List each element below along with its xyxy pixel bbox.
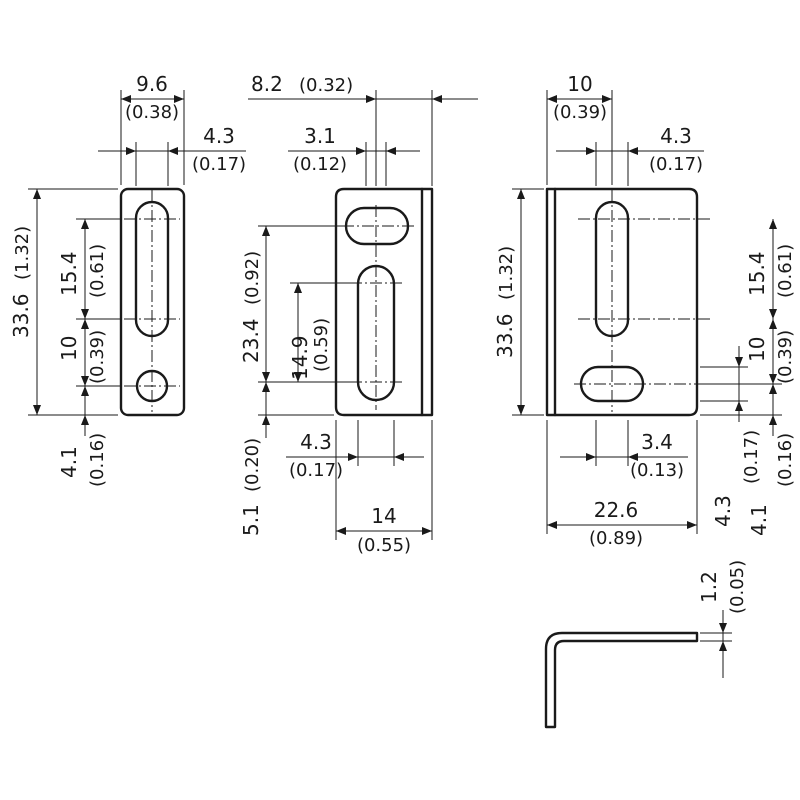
right-height-mm: 33.6	[493, 313, 517, 358]
right-slot-width-arrow-r	[628, 453, 638, 461]
left-hole-pitch-in: (0.39)	[87, 330, 108, 384]
right-hole-arrow-b	[735, 401, 743, 411]
left-height-arrow-t	[33, 189, 41, 199]
right-width-arrow-l	[547, 521, 557, 529]
left-hole-arrow-r	[168, 147, 178, 155]
mid-hole-offset-mm: 4.3	[300, 430, 332, 454]
right-bracket-outline	[545, 187, 699, 417]
right-width-mm: 22.6	[594, 498, 639, 522]
left-slot-length-mm: 15.4	[57, 251, 81, 296]
left-pitch-arrow-t	[81, 319, 89, 329]
right-pitch-arrow-t	[769, 319, 777, 329]
left-bracket-outline	[119, 187, 186, 417]
mid-hole-arrow-r	[394, 453, 404, 461]
mid-slot-len-arrow-b	[294, 372, 302, 382]
left-slot-arrow-t	[81, 219, 89, 229]
mid-width-arrow-l	[336, 527, 346, 535]
left-hole-arrow-l	[126, 147, 136, 155]
mid-slot-offset-mm: 3.1	[304, 124, 336, 148]
right-height-arrow-b	[517, 405, 525, 415]
left-slot-arrow-b	[81, 309, 89, 319]
right-edge-arrow-l	[586, 147, 596, 155]
left-slot-length-in: (0.61)	[87, 244, 108, 298]
mid-slot-offset-in: (0.12)	[293, 154, 347, 175]
right-top-arrow-l	[547, 95, 557, 103]
right-slot-len-arrow-t	[769, 219, 777, 229]
right-slot-length-mm: 15.4	[745, 251, 769, 296]
mid-depth-arrow-l	[366, 95, 376, 103]
left-height-in: (1.32)	[12, 226, 33, 280]
mid-upper-arrow-t	[262, 226, 270, 236]
left-bottom-offset-in: (0.16)	[87, 433, 108, 487]
left-width-in: (0.38)	[125, 102, 179, 123]
left-hole-offset-mm: 4.3	[203, 124, 235, 148]
thickness-mm: 1.2	[697, 571, 721, 603]
right-slot-offset-mm: 10	[567, 72, 592, 96]
right-bottom-offset-mm: 4.1	[747, 504, 771, 536]
right-hole-arrow-t	[735, 357, 743, 367]
right-hole-pitch-mm: 10	[745, 337, 769, 362]
right-slot-width-mm: 3.4	[641, 430, 673, 454]
mid-hole-offset-in: (0.17)	[289, 460, 343, 481]
right-bottom-arrow-t	[769, 384, 777, 394]
left-bottom-arrow-b	[81, 415, 89, 425]
mid-depth-in: (0.32)	[299, 75, 353, 96]
right-edge-offset-in: (0.17)	[649, 154, 703, 175]
left-height-arrow-b	[33, 405, 41, 415]
right-top-arrow-r	[602, 95, 612, 103]
left-hole-offset-in: (0.17)	[192, 154, 246, 175]
left-height-mm: 33.6	[9, 293, 33, 338]
right-slot-offset-in: (0.39)	[553, 102, 607, 123]
mid-depth-arrow-r	[432, 95, 442, 103]
left-bottom-arrow-t	[81, 386, 89, 396]
right-edge-arrow-r	[628, 147, 638, 155]
mid-depth-mm: 8.2	[251, 72, 283, 96]
mid-bottom-offset-in: (0.20)	[242, 438, 263, 492]
mid-upper-height-in: (0.92)	[242, 251, 263, 305]
middle-bracket-outline	[334, 187, 434, 417]
left-width-arrow-l	[121, 95, 131, 103]
left-bottom-offset-mm: 4.1	[57, 446, 81, 478]
right-slot-width-arrow-l	[586, 453, 596, 461]
right-height-arrow-t	[517, 189, 525, 199]
mid-slot-len-arrow-t	[294, 283, 302, 293]
mid-upper-height-mm: 23.4	[239, 318, 263, 363]
right-width-arrow-r	[687, 521, 697, 529]
mid-hole-arrow-l	[348, 453, 358, 461]
mid-slot-arrow-r	[386, 147, 396, 155]
right-bottom-offset-in: (0.16)	[775, 433, 796, 487]
mid-bottom-arrow-t	[262, 382, 270, 392]
mid-bottom-offset-mm: 5.1	[239, 504, 263, 536]
mid-width-arrow-r	[422, 527, 432, 535]
right-height-in: (1.32)	[496, 246, 517, 300]
right-width-in: (0.89)	[589, 528, 643, 549]
left-hole-pitch-mm: 10	[57, 336, 81, 361]
mid-slot-length-mm: 14.9	[288, 335, 312, 380]
right-hole-pitch-in: (0.39)	[775, 330, 796, 384]
l-profile-outline	[544, 631, 699, 729]
thickness-arrow-t	[719, 623, 727, 633]
mid-bottom-arrow-b	[262, 415, 270, 425]
right-hole-height-in: (0.17)	[741, 430, 762, 484]
middle-view: 8.2 (0.32) 3.1 (0.12) 23.4 (0.92) 14.9 (…	[239, 72, 478, 556]
right-slot-len-arrow-b	[769, 309, 777, 319]
left-view: 9.6 (0.38) 4.3 (0.17) 33.6 (1.32) 15.4 (…	[9, 72, 246, 487]
left-width-arrow-r	[174, 95, 184, 103]
left-width-mm: 9.6	[136, 72, 168, 96]
right-hole-height-mm: 4.3	[711, 495, 735, 527]
mid-slot-arrow-l	[356, 147, 366, 155]
right-slot-width-in: (0.13)	[630, 460, 684, 481]
right-bottom-arrow-b	[769, 415, 777, 425]
mid-slot-length-in: (0.59)	[311, 318, 332, 372]
mid-width-mm: 14	[371, 504, 396, 528]
right-slot-length-in: (0.61)	[775, 244, 796, 298]
right-edge-offset-mm: 4.3	[660, 124, 692, 148]
side-profile-view: 1.2 (0.05)	[544, 560, 748, 729]
thickness-in: (0.05)	[727, 560, 748, 614]
mid-width-in: (0.55)	[357, 535, 411, 556]
right-view: 10 (0.39) 4.3 (0.17) 33.6 (1.32) 15.4 (0…	[493, 72, 796, 549]
thickness-arrow-b	[719, 641, 727, 651]
